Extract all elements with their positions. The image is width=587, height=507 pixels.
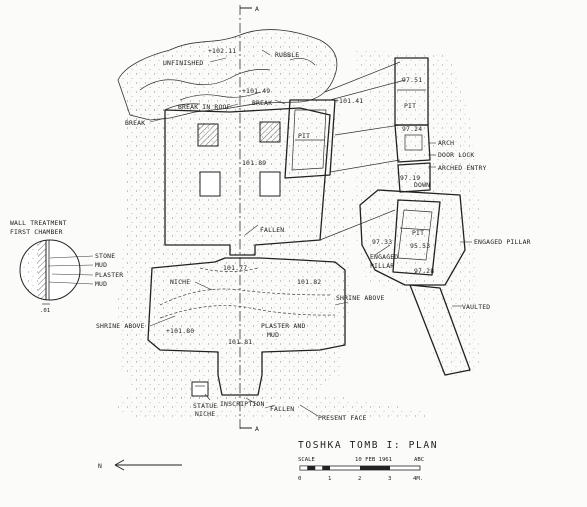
second-chamber xyxy=(147,257,346,396)
bedrock-stipple xyxy=(115,50,480,420)
label-pit-first: PIT xyxy=(298,132,310,140)
pit-chamber xyxy=(359,189,471,376)
label-shrine-above-right: SHRINE ABOVE xyxy=(336,294,385,302)
inset-layer-mud: MUD xyxy=(95,261,107,269)
label-plaster-and-2: MUD xyxy=(267,331,279,339)
elev-97-28: 97.28 xyxy=(414,267,434,275)
label-break-upper: BREAK xyxy=(252,99,272,107)
pillar-ne xyxy=(259,121,281,143)
elev-101-82: 101.82 xyxy=(297,278,321,286)
scale-label: SCALE xyxy=(298,457,315,463)
label-break-left: BREAK xyxy=(125,119,145,127)
elev-97-19: 97.19 xyxy=(400,174,420,182)
wall-treatment-inset: WALL TREATMENT FIRST CHAMBER STONE MUD P… xyxy=(10,219,123,314)
elev-101-89: 101.89 xyxy=(242,159,266,167)
first-chamber xyxy=(164,107,331,256)
section-mark-bottom: A xyxy=(255,425,259,433)
elev-97-24: 97.24 xyxy=(402,125,422,133)
elev-101-49: +101.49 xyxy=(242,87,270,95)
elev-101-77: 101.77 xyxy=(223,264,247,272)
guide-lines xyxy=(319,61,406,241)
label-shrine-above-left: SHRINE ABOVE xyxy=(96,322,145,330)
scale-tick-4: 4M. xyxy=(413,476,423,482)
label-vaulted: VAULTED xyxy=(462,303,490,311)
elev-97-51: 97.51 xyxy=(402,76,422,84)
label-present-face: PRESENT FACE xyxy=(318,414,367,422)
scale-tick-0: 0 xyxy=(298,476,301,482)
pit-first-chamber xyxy=(284,99,336,179)
label-arch: ARCH xyxy=(438,139,454,147)
scale-tick-1: 1 xyxy=(328,476,331,482)
label-statue-1: STATUE xyxy=(193,402,217,410)
label-down: DOWN xyxy=(414,181,430,189)
label-arched-entry: ARCHED ENTRY xyxy=(438,164,487,172)
plan-title: TOSHKA TOMB I: PLAN xyxy=(298,440,438,451)
label-niche: NICHE xyxy=(170,278,190,286)
label-break-in-roof: BREAK IN ROOF xyxy=(178,103,231,111)
scale-initials: ABC xyxy=(414,457,424,463)
scale-tick-3: 3 xyxy=(388,476,391,482)
north-arrow: N xyxy=(98,459,182,471)
label-engaged-left-2: PILLAR xyxy=(370,262,394,270)
inset-dim: .01 xyxy=(40,308,50,314)
rubble-area xyxy=(117,29,338,121)
label-inscription: INSCRIPTION xyxy=(220,400,265,408)
inset-layer-mud-2: MUD xyxy=(95,280,107,288)
inset-title-1: WALL TREATMENT xyxy=(10,219,67,227)
shaft xyxy=(394,57,431,193)
label-pit-lower: PIT xyxy=(412,229,424,237)
scale-bar xyxy=(299,465,421,471)
elev-95-53: 95.53 xyxy=(410,242,430,250)
section-mark-top: A xyxy=(255,5,259,13)
elev-101-41: +101.41 xyxy=(335,97,363,105)
section-line-aa: A A xyxy=(239,5,259,433)
label-fallen-upper: FALLEN xyxy=(260,226,284,234)
pillar-nw xyxy=(197,123,219,147)
title-block: TOSHKA TOMB I: PLAN SCALE 10 FEB 1961 AB… xyxy=(298,440,438,482)
leaders xyxy=(149,49,472,417)
label-plaster-and-1: PLASTER AND xyxy=(261,322,306,330)
scale-tick-2: 2 xyxy=(358,476,361,482)
elev-101-80: +101.80 xyxy=(166,327,194,335)
label-door-lock: DOOR LOCK xyxy=(438,151,474,159)
inset-layer-stone: STONE xyxy=(95,252,115,260)
label-pit-shaft: PIT xyxy=(404,102,416,110)
north-label: N xyxy=(98,462,102,470)
inset-title-2: FIRST CHAMBER xyxy=(10,228,63,236)
pillar-sw xyxy=(199,171,221,197)
scale-date: 10 FEB 1961 xyxy=(355,457,392,463)
label-engaged-pillar-right: ENGAGED PILLAR xyxy=(474,238,531,246)
statue-niche xyxy=(191,381,209,397)
label-statue-2: NICHE xyxy=(195,410,215,418)
label-rubble: RUBBLE xyxy=(275,51,299,59)
elev-102-11: +102.11 xyxy=(208,47,236,55)
inset-layer-plaster: PLASTER xyxy=(95,271,123,279)
elev-101-81: 101.81 xyxy=(228,338,252,346)
label-engaged-left-1: ENGAGED xyxy=(370,253,398,261)
label-fallen-lower: FALLEN xyxy=(270,405,294,413)
plan-labels: +102.11 UNFINISHED RUBBLE +101.49 +101.4… xyxy=(96,47,531,422)
elev-97-33: 97.33 xyxy=(372,238,392,246)
pillar-se xyxy=(259,171,281,197)
label-unfinished: UNFINISHED xyxy=(163,59,203,67)
